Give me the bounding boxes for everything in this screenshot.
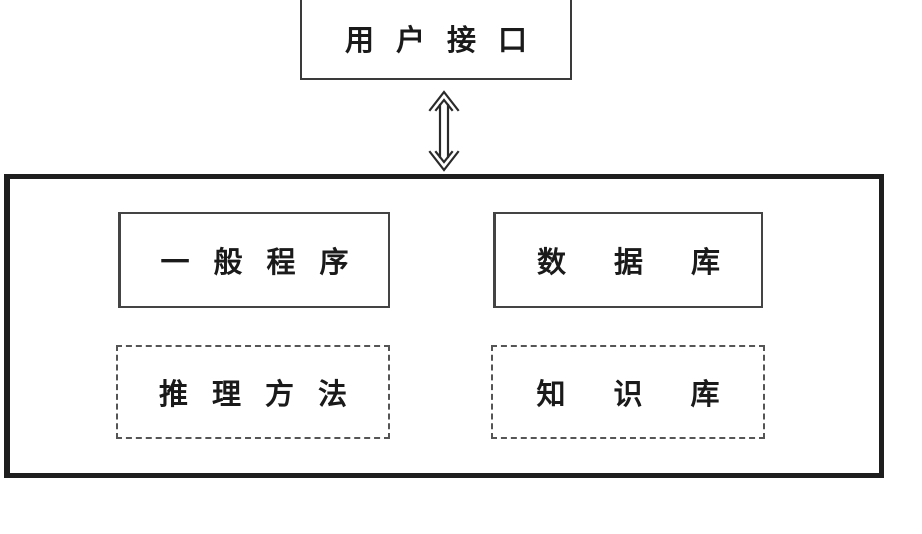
knowledge-base-box: 知识库	[491, 345, 765, 439]
user-interface-label: 用户接口	[344, 23, 549, 57]
database-label: 数据库	[537, 245, 769, 279]
general-program-box: 一般程序	[118, 212, 390, 308]
knowledge-base-label: 知识库	[536, 377, 768, 411]
inference-method-label: 推理方法	[158, 377, 371, 411]
inference-method-box: 推理方法	[116, 345, 390, 439]
user-interface-box: 用户接口	[300, 0, 572, 80]
database-box: 数据库	[493, 212, 763, 308]
bidirectional-arrow-icon	[428, 90, 460, 172]
general-program-label: 一般程序	[160, 245, 373, 279]
